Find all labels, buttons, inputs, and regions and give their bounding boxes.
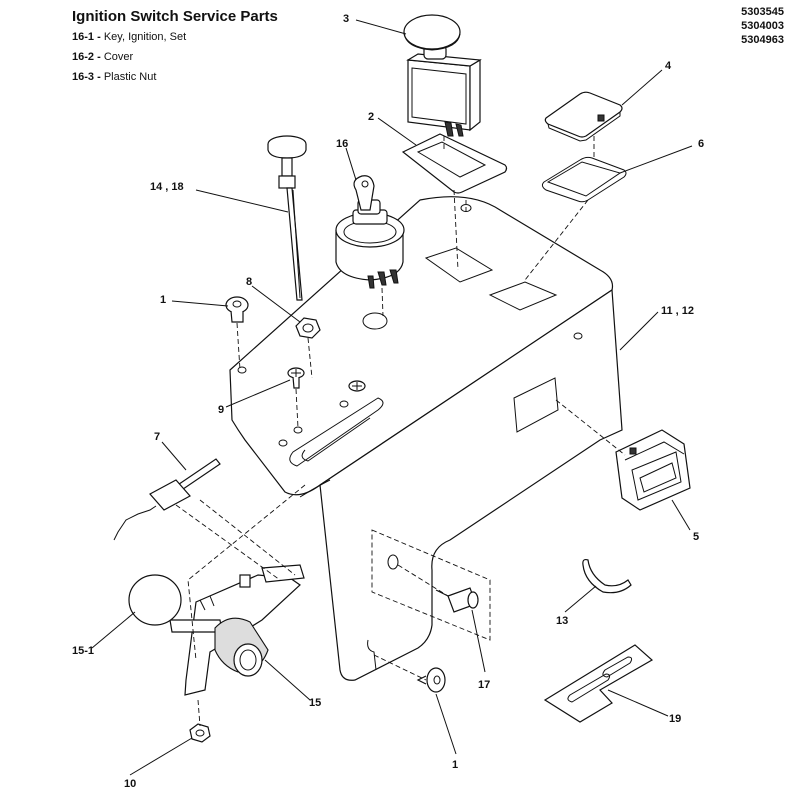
switch-bezel xyxy=(401,133,508,194)
callout-10: 10 xyxy=(124,778,136,790)
rocker-cap xyxy=(544,91,623,142)
callout-17: 17 xyxy=(478,679,490,691)
callout-19: 19 xyxy=(669,713,681,725)
callout-14-18: 14 , 18 xyxy=(150,181,184,193)
part-number: 5304963 xyxy=(741,34,784,46)
seal-gasket xyxy=(541,156,627,203)
legend-item-key: 16-1 - Key, Ignition, Set xyxy=(72,31,186,43)
callout-1: 1 xyxy=(160,294,166,306)
wire-clip xyxy=(582,558,632,594)
callout-3: 3 xyxy=(343,13,349,25)
callout-13: 13 xyxy=(556,615,568,627)
callout-6: 6 xyxy=(698,138,704,150)
legend-number: 16-3 - xyxy=(72,71,101,83)
legend-number: 16-2 - xyxy=(72,51,101,63)
screws-9 xyxy=(287,367,366,392)
choke-cable-rod xyxy=(267,135,307,301)
assembly-guide-lines xyxy=(175,136,626,727)
ignition-switch xyxy=(335,175,405,289)
legend-text: Cover xyxy=(103,51,134,63)
indicator-bulb xyxy=(435,587,479,613)
mounting-plate xyxy=(543,644,654,723)
lock-nut xyxy=(189,723,211,743)
callout-2: 2 xyxy=(368,111,374,123)
bracket-panel xyxy=(229,196,623,681)
throttle-lever-assembly xyxy=(128,564,305,696)
rocker-switch xyxy=(615,429,691,511)
legend-text: Key, Ignition, Set xyxy=(103,31,187,43)
callout-4: 4 xyxy=(665,60,672,72)
push-knob-switch xyxy=(403,14,482,137)
legend-number: 16-1 - xyxy=(72,31,101,43)
callout-1-lower: 1 xyxy=(452,759,458,771)
part-number: 5303545 xyxy=(741,6,784,18)
throttle-cable xyxy=(113,458,221,541)
leader-lines xyxy=(91,19,693,776)
callout-7: 7 xyxy=(154,431,160,443)
callout-11-12: 11 , 12 xyxy=(661,305,694,317)
diagram-title: Ignition Switch Service Parts xyxy=(72,8,278,25)
hex-nut xyxy=(295,317,321,339)
legend-item-cover: 16-2 - Cover xyxy=(72,51,133,63)
callout-9: 9 xyxy=(218,404,224,416)
callout-5: 5 xyxy=(693,531,699,543)
callout-16: 16 xyxy=(336,138,348,150)
callout-labels: 3 4 2 6 16 14 , 18 8 1 11 , 12 9 7 5 13 … xyxy=(72,13,704,790)
legend-text: Plastic Nut xyxy=(103,71,157,83)
part-number: 5304003 xyxy=(741,20,784,32)
legend-item-plastic-nut: 16-3 - Plastic Nut xyxy=(72,71,156,83)
screw-lower xyxy=(416,667,446,693)
callout-8: 8 xyxy=(246,276,252,288)
screw-upper xyxy=(225,296,249,323)
callout-15: 15 xyxy=(309,697,321,709)
callout-15-1: 15-1 xyxy=(72,645,94,657)
